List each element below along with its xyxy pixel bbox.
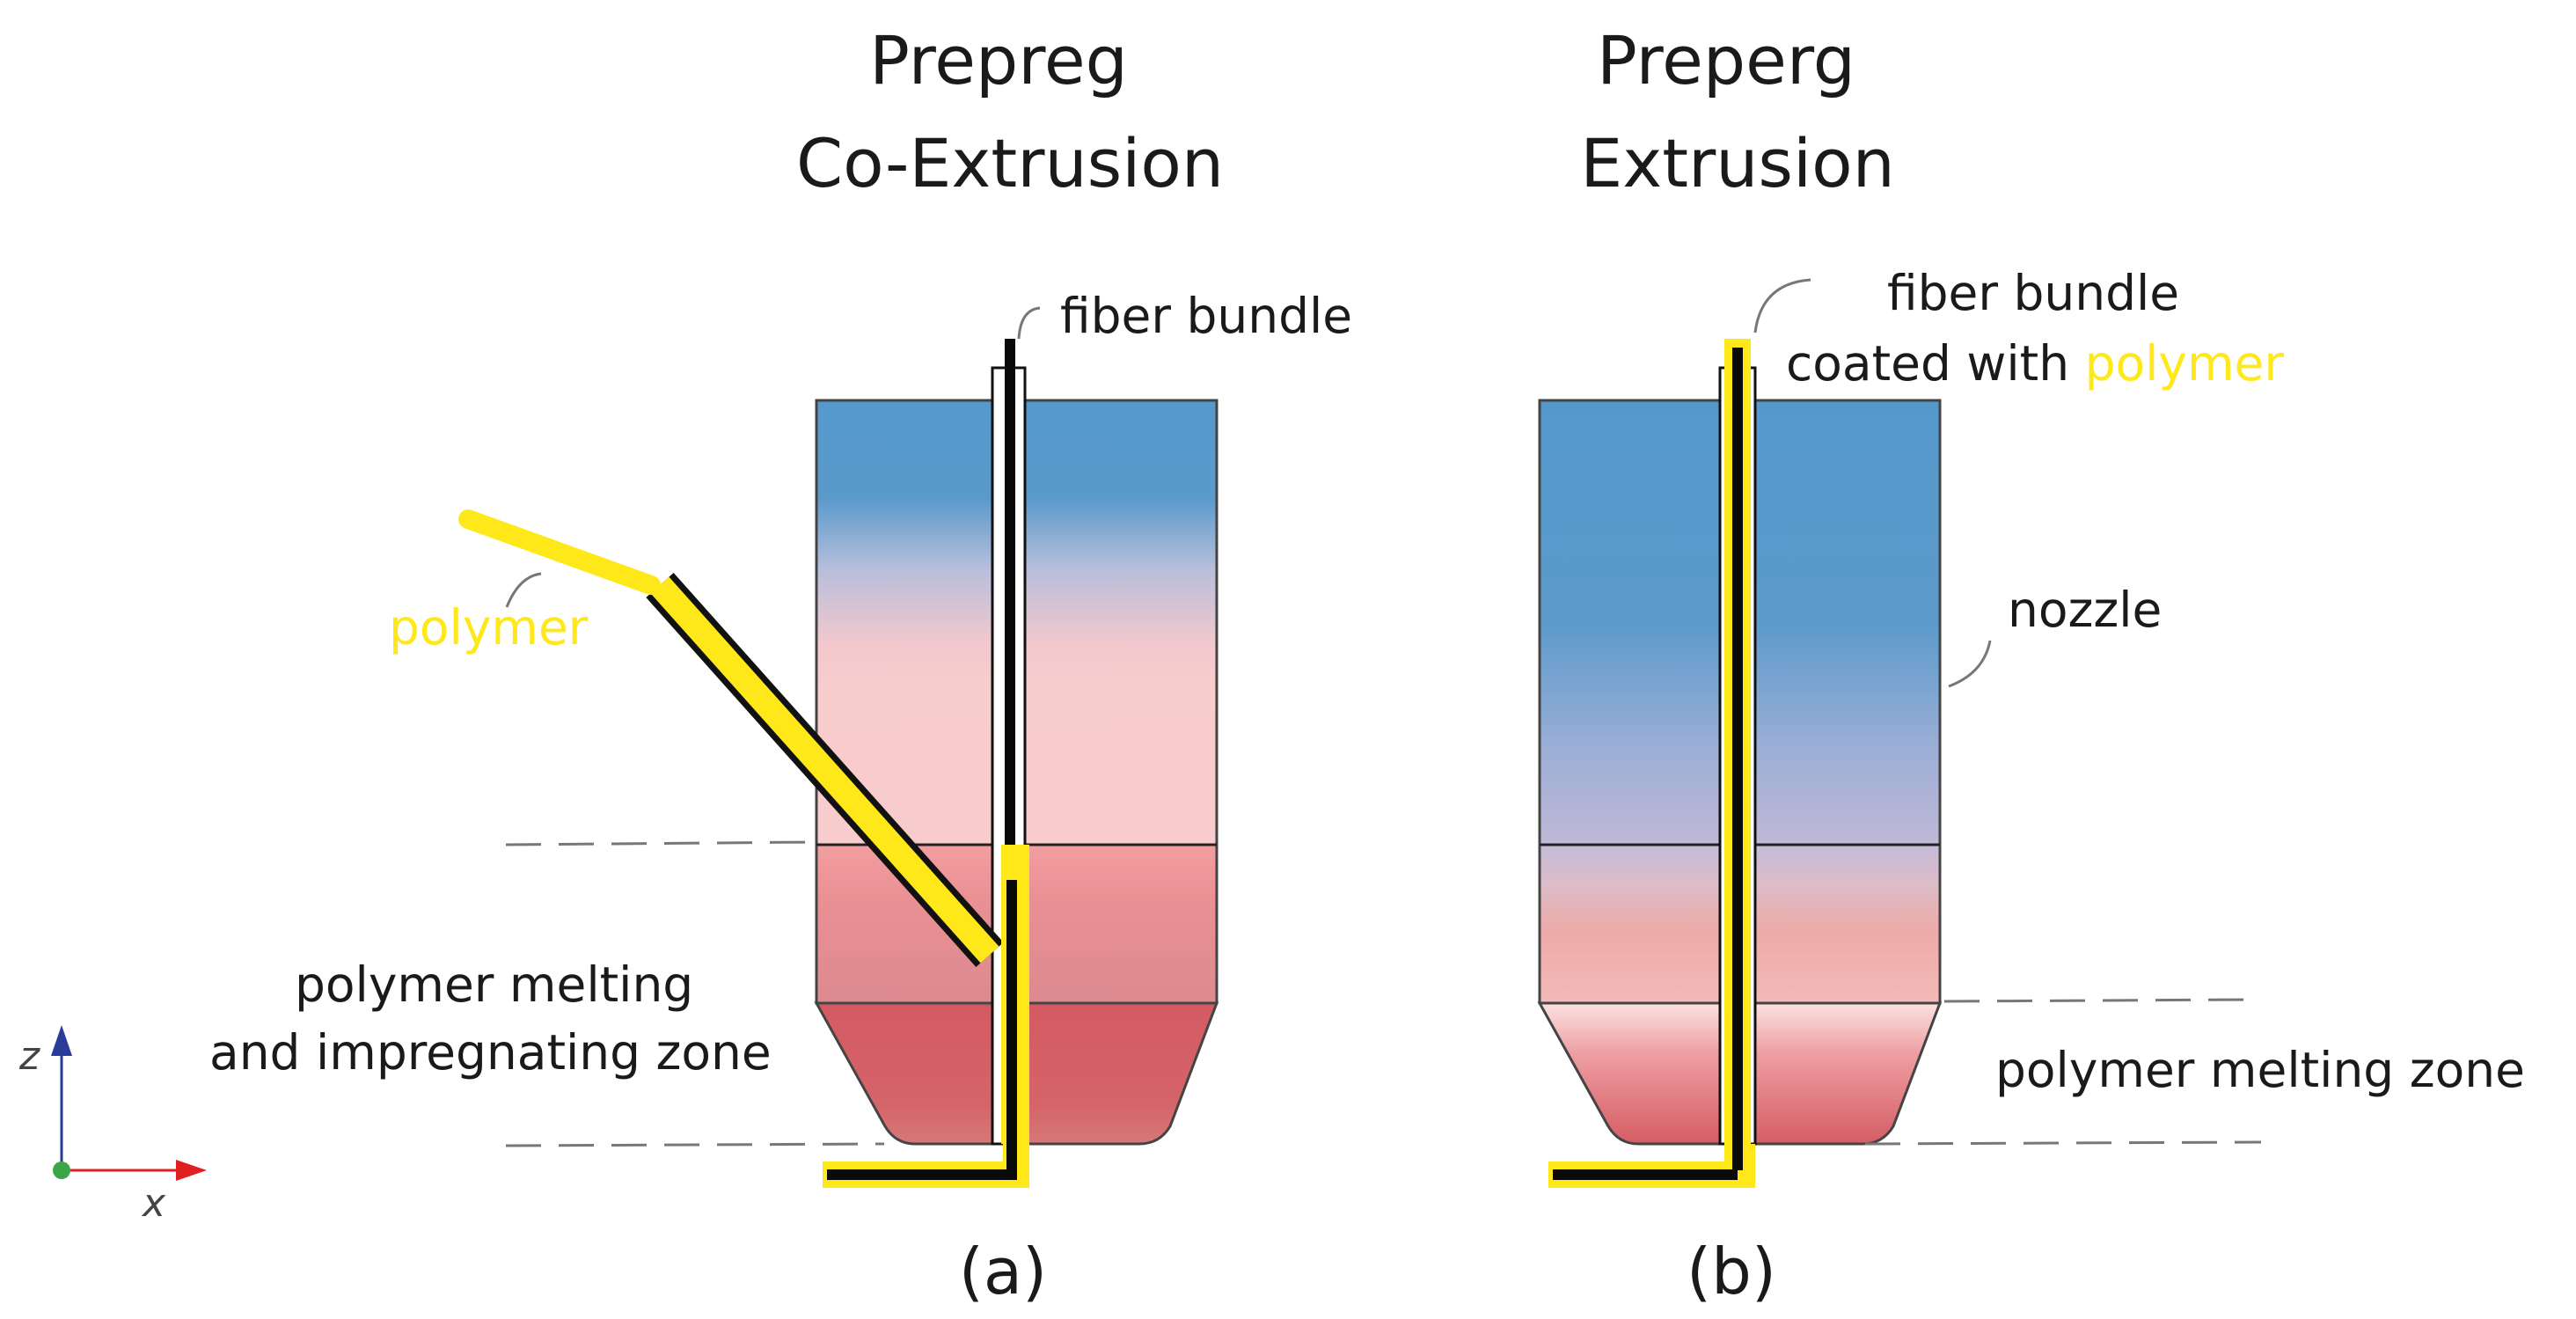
zone-top-dash-b <box>1943 998 2258 1003</box>
label-coated-with: coated with <box>1786 335 2085 392</box>
zone-bottom-dash-b <box>1864 1140 2262 1146</box>
caption-b: (b) <box>1687 1235 1776 1308</box>
leader-fiber-a <box>1017 306 1041 340</box>
z-axis-label: z <box>18 1034 40 1079</box>
label-nozzle-b: nozzle <box>2008 582 2162 638</box>
leader-fiber-b <box>1753 278 1811 333</box>
leader-nozzle-b <box>1948 640 1992 688</box>
coated-fiber-bundle-b <box>1548 339 1755 1188</box>
title-b-line2: Extrusion <box>1580 124 1895 202</box>
label-fiber-bundle-b-line1: fiber bundle <box>1887 265 2179 321</box>
zone-top-dash-a <box>505 840 815 846</box>
coordinate-axes: z x <box>18 1025 207 1226</box>
fiber-bundle-a <box>823 339 1029 1188</box>
label-polymer-a: polymer <box>389 599 589 656</box>
label-zone-a-line2: and impregnating zone <box>209 1024 772 1081</box>
title-b-line1: Preperg <box>1597 21 1855 99</box>
title-a-line1: Prepreg <box>869 21 1128 99</box>
origin-dot-icon <box>53 1161 70 1179</box>
panel-b: Preperg Extrusion fiber bundle coated wi… <box>1537 21 2525 1308</box>
z-axis-arrow-icon <box>51 1025 72 1056</box>
label-zone-a-line1: polymer melting <box>295 956 693 1013</box>
panel-a: Prepreg Co-Extrusion fiber bundle polyme… <box>209 21 1352 1308</box>
caption-a: (a) <box>959 1235 1047 1308</box>
label-zone-b: polymer melting zone <box>1995 1042 2525 1098</box>
label-fiber-bundle-b-line2: coated with polymer <box>1786 335 2284 392</box>
label-fiber-bundle-a: fiber bundle <box>1060 288 1352 344</box>
zone-bottom-dash-a <box>505 1142 885 1147</box>
leader-polymer-a <box>505 572 542 608</box>
label-polymer-highlight: polymer <box>2085 335 2285 392</box>
polymer-inlet-tube-a <box>458 509 1004 967</box>
title-a-line2: Co-Extrusion <box>796 124 1224 202</box>
x-axis-arrow-icon <box>176 1160 207 1181</box>
x-axis-label: x <box>141 1181 166 1226</box>
